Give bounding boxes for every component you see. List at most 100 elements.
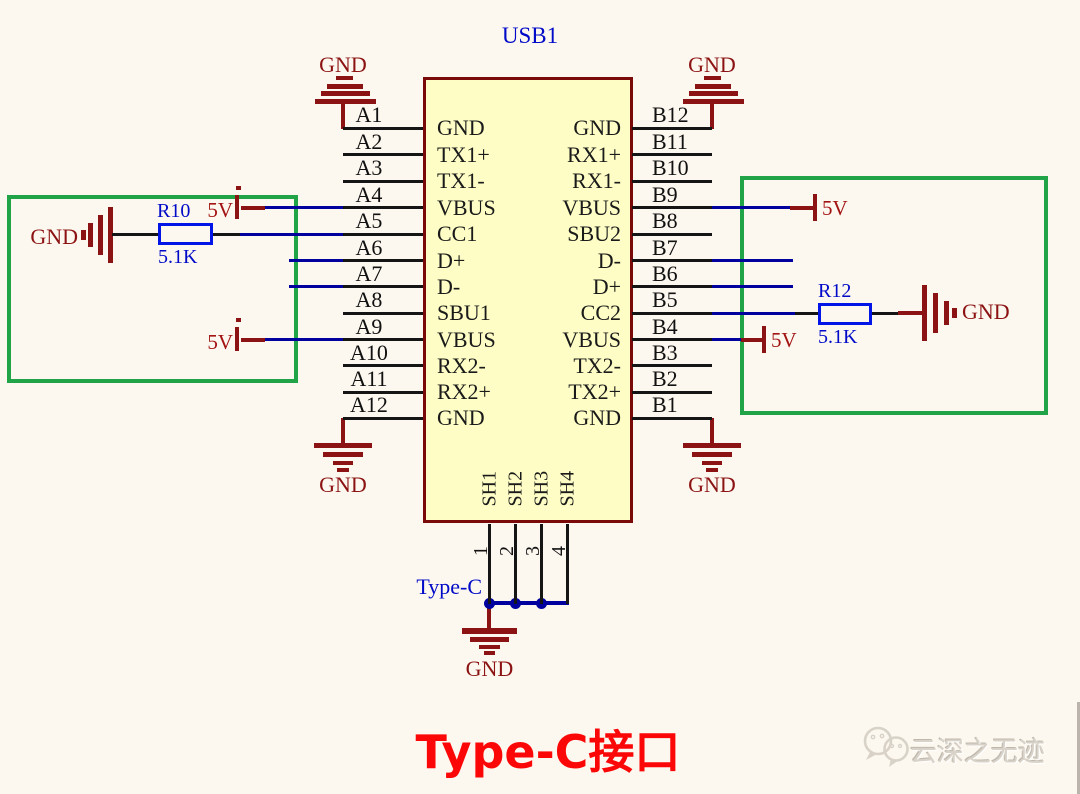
pin-number-A11: A11 [350, 366, 388, 391]
pin-number-B7: B7 [652, 234, 678, 260]
pin-name-SH4: SH4 [556, 470, 578, 507]
wire-segment [241, 205, 265, 210]
watermark: 云深之无迹 [856, 714, 1066, 774]
wire-segment [289, 259, 343, 262]
pin-name-SH3: SH3 [530, 470, 552, 507]
pin-name-A-VBUS: VBUS [437, 194, 496, 220]
pin-name-A-TX1+: TX1+ [437, 141, 490, 167]
wire-segment [632, 259, 712, 262]
wire-segment [872, 311, 898, 315]
wire-segment [343, 390, 423, 394]
pin-number-3: 3 [521, 546, 544, 556]
wire-segment [741, 337, 762, 342]
wire-segment [632, 416, 712, 420]
pin-number-B4: B4 [652, 313, 678, 339]
wire-segment [632, 206, 712, 209]
wire-segment [795, 311, 818, 315]
pin-number-A1: A1 [355, 102, 383, 127]
gnd-label: GND [319, 472, 367, 497]
pin-name-B-TX2+: TX2+ [568, 379, 621, 404]
wire-segment [343, 416, 423, 420]
shield-pin-line-SH3 [540, 524, 543, 604]
pin-name-A-SBU1: SBU1 [437, 300, 491, 325]
wire-segment [343, 126, 423, 130]
wire-segment [343, 179, 423, 183]
pin-number-A6: A6 [355, 234, 383, 260]
pin-name-B-GND: GND [573, 115, 621, 140]
wire-segment [632, 153, 712, 156]
wire-segment [240, 232, 343, 236]
wire-segment [712, 259, 793, 262]
wire-segment [632, 311, 712, 315]
wire-segment [632, 390, 712, 394]
pin-number-A7: A7 [355, 260, 383, 286]
5v-label: 5V [771, 328, 797, 352]
pin-number-B2: B2 [652, 366, 678, 391]
pin-number-A8: A8 [355, 287, 383, 312]
usb-connector-body [423, 77, 633, 523]
pin-name-B-RX1+: RX1+ [567, 141, 621, 167]
pin-name-B-GND: GND [573, 405, 621, 430]
page-edge-line [1077, 702, 1080, 794]
pin-name-A-RX2+: RX2+ [437, 379, 491, 404]
pin-number-4: 4 [547, 546, 570, 556]
pin-name-A-D-: D- [437, 273, 461, 299]
wire-segment [632, 126, 712, 130]
wire-segment [632, 179, 712, 183]
pin-number-B6: B6 [652, 260, 678, 286]
wire-segment [343, 259, 423, 262]
pin-number-B5: B5 [652, 287, 678, 312]
pin-name-A-GND: GND [437, 115, 485, 140]
pin-number-A4: A4 [355, 181, 383, 207]
pin-name-B-SBU2: SBU2 [567, 221, 621, 246]
pin-name-B-TX2-: TX2- [573, 352, 621, 378]
resistor-value: 5.1K [158, 246, 198, 268]
wire-segment [213, 232, 240, 236]
gnd-label: GND [319, 52, 367, 77]
5v-label: 5V [822, 196, 848, 220]
5v-label: 5V [207, 198, 233, 222]
pin-number-A12: A12 [350, 392, 388, 417]
wire-segment [632, 232, 712, 236]
pin-number-B8: B8 [652, 208, 678, 233]
wire-segment [343, 232, 423, 236]
pin-number-B12: B12 [652, 102, 689, 127]
wire-segment [289, 285, 343, 288]
type-c-net-label: Type-C [416, 574, 482, 599]
pin-number-A2: A2 [355, 128, 383, 154]
wire-segment [632, 364, 712, 367]
pin-number-B11: B11 [652, 128, 688, 154]
pin-name-B-CC2: CC2 [580, 300, 621, 325]
pin-number-B9: B9 [652, 181, 678, 207]
pin-number-2: 2 [495, 546, 518, 556]
shield-pin-line-SH1 [488, 524, 491, 604]
wire-segment [343, 311, 423, 315]
pin-name-SH2: SH2 [504, 470, 526, 507]
gnd-label: GND [688, 52, 736, 77]
gnd-label: GND [30, 224, 78, 249]
wire-segment [712, 206, 790, 209]
resistor-body [158, 223, 213, 245]
wire-segment [712, 311, 795, 315]
pin-name-A-D+: D+ [437, 247, 466, 273]
component-designator: USB1 [501, 23, 559, 48]
pin-name-A-RX2-: RX2- [437, 352, 486, 378]
pin-number-A10: A10 [350, 339, 388, 365]
wire-segment [343, 364, 423, 367]
schematic-title: Type-C接口 [415, 725, 681, 779]
resistor-value: 5.1K [818, 326, 858, 348]
gnd-label: GND [688, 472, 736, 497]
5v-label: 5V [207, 330, 233, 354]
wire-segment [112, 232, 158, 236]
pin-name-B-D+: D+ [592, 273, 621, 299]
pin-number-A3: A3 [355, 155, 383, 180]
wire-segment [265, 206, 343, 209]
gnd-label: GND [962, 299, 1010, 324]
wire-segment [790, 205, 813, 210]
pin-number-1: 1 [469, 546, 492, 556]
pin-name-SH1: SH1 [478, 470, 500, 507]
wire-segment [712, 285, 793, 288]
pin-name-B-VBUS: VBUS [562, 326, 621, 352]
shield-pin-line-SH4 [566, 524, 569, 604]
